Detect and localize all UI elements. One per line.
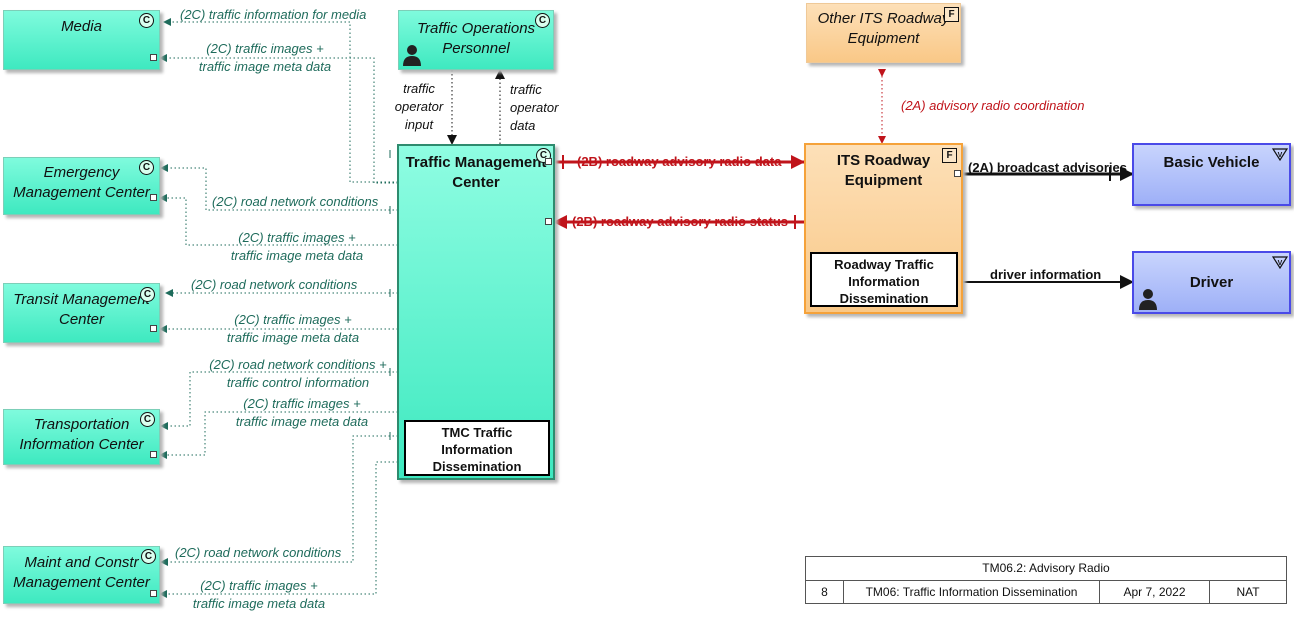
flow-emc-conditions: [160, 164, 398, 211]
port: [150, 54, 157, 61]
other-its-roadway-equipment-title: Other ITS Roadway Equipment: [817, 10, 950, 47]
port: [150, 194, 157, 201]
port: [545, 158, 552, 165]
media-title: Media: [61, 18, 102, 35]
flow-mcm-images: [159, 461, 398, 598]
flow-label-media-info: (2C) traffic information for media: [180, 7, 367, 22]
flow-emc-images: [159, 194, 398, 246]
component-tag-icon: C: [140, 412, 155, 427]
traffic-operations-personnel-box[interactable]: Traffic Operations Personnel C: [398, 10, 554, 70]
component-tag-icon: C: [535, 13, 550, 28]
flow-label-mcm-conditions: (2C) road network conditions: [175, 545, 342, 560]
transportation-information-center-title: Transportation Information Center: [19, 416, 144, 453]
maint-and-constr-management-center-box[interactable]: Maint and Constr Management Center C: [3, 546, 160, 604]
traffic-operations-personnel-title: Traffic Operations Personnel: [416, 20, 536, 57]
basic-vehicle-title: Basic Vehicle: [1163, 154, 1260, 171]
transit-management-center-box[interactable]: Transit Management Center C: [3, 283, 160, 343]
basic-vehicle-box[interactable]: Basic Vehicle V: [1132, 143, 1291, 206]
roadway-traffic-information-dissemination[interactable]: Roadway Traffic Information Disseminatio…: [810, 252, 958, 307]
its-roadway-equipment-title: ITS Roadway Equipment: [836, 152, 931, 189]
diagram-title: TM06.2: Advisory Radio: [806, 557, 1286, 581]
component-tag-icon: C: [139, 13, 154, 28]
flow-tic-images: [159, 411, 398, 459]
transit-management-center-title: Transit Management Center: [13, 291, 150, 328]
port: [954, 170, 961, 177]
its-roadway-equipment-box[interactable]: ITS Roadway Equipment F Roadway Traffic …: [804, 143, 963, 314]
tmc-traffic-information-dissemination[interactable]: TMC Traffic Information Dissemination: [404, 420, 550, 476]
package-name: TM06: Traffic Information Dissemination: [844, 581, 1100, 604]
maint-and-constr-management-center-title: Maint and Constr Management Center: [13, 554, 150, 591]
emergency-management-center-box[interactable]: Emergency Management Center C: [3, 157, 160, 215]
port: [150, 590, 157, 597]
flow-label-driver-info: driver information: [990, 267, 1102, 282]
flow-label-operator-input: traffic operator input: [394, 81, 444, 132]
diagram-author: NAT: [1236, 585, 1260, 599]
other-its-roadway-equipment-box[interactable]: Other ITS Roadway Equipment F: [806, 3, 961, 63]
field-tag-icon: F: [944, 7, 959, 22]
page-number: 8: [806, 581, 844, 604]
diagram-date: Apr 7, 2022: [1100, 581, 1210, 604]
field-tag-icon: F: [942, 148, 957, 163]
flow-tic-conditions: [160, 371, 398, 430]
driver-box[interactable]: Driver V: [1132, 251, 1291, 314]
transportation-information-center-box[interactable]: Transportation Information Center C: [3, 409, 160, 465]
vehicle-tag-icon: V: [1271, 256, 1289, 270]
media-box[interactable]: Media C: [3, 10, 160, 70]
diagram-title-block: TM06.2: Advisory Radio 8 TM06: Traffic I…: [805, 556, 1287, 604]
flow-label-transit-conditions: (2C) road network conditions: [191, 277, 358, 292]
svg-text:V: V: [1278, 260, 1283, 267]
flow-label-tic-images: (2C) traffic images + traffic image meta…: [235, 396, 369, 429]
flow-label-broadcast: (2A) broadcast advisories: [968, 160, 1127, 175]
flow-label-operator-data: traffic operator data: [510, 82, 559, 133]
flow-label-radio-status: (2B) roadway advisory radio status: [572, 214, 789, 229]
component-tag-icon: C: [140, 287, 155, 302]
port: [150, 325, 157, 332]
person-icon: [403, 45, 421, 66]
flow-label-emc-images: (2C) traffic images + traffic image meta…: [230, 230, 364, 263]
port: [545, 218, 552, 225]
flow-label-mcm-images: (2C) traffic images + traffic image meta…: [192, 578, 326, 611]
emergency-management-center-title: Emergency Management Center: [13, 164, 150, 201]
traffic-management-center-title: Traffic Management Center: [405, 154, 547, 191]
vehicle-tag-icon: V: [1271, 148, 1289, 162]
flow-media-images: [159, 54, 398, 184]
component-tag-icon: C: [139, 160, 154, 175]
driver-title: Driver: [1189, 274, 1234, 291]
flow-label-transit-images: (2C) traffic images + traffic image meta…: [226, 312, 360, 345]
flow-label-radio-data: (2B) roadway advisory radio data: [577, 154, 782, 169]
flow-label-advisory-coord: (2A) advisory radio coordination: [901, 98, 1085, 113]
flow-label-emc-conditions: (2C) road network conditions: [212, 194, 379, 209]
port: [150, 451, 157, 458]
flow-label-media-images: (2C) traffic images + traffic image meta…: [198, 41, 332, 74]
flow-mcm-conditions: [160, 435, 398, 566]
flow-label-tic-conditions: (2C) road network conditions + traffic c…: [209, 357, 387, 390]
component-tag-icon: C: [141, 549, 156, 564]
person-icon: [1139, 289, 1157, 310]
traffic-management-center-box[interactable]: Traffic Management Center C TMC Traffic …: [397, 144, 555, 480]
svg-text:V: V: [1278, 152, 1283, 159]
